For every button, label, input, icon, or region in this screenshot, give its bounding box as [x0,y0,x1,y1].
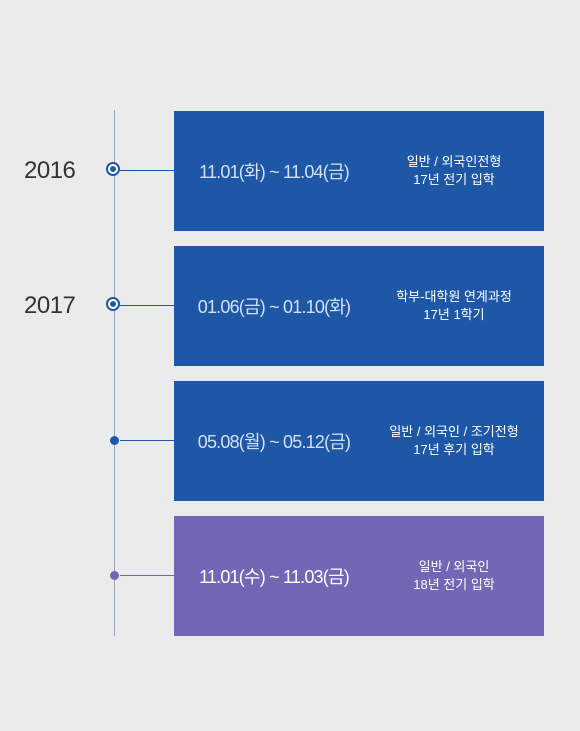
description-line-1: 일반 / 외국인 / 조기전형 [389,424,519,439]
description-line-2: 17년 후기 입학 [413,442,495,457]
timeline-entry: 01.06(금) ~ 01.10(화) 학부-대학원 연계과정 17년 1학기 [0,246,580,366]
connector-line [120,170,174,171]
period-description: 일반 / 외국인 18년 전기 입학 [374,558,544,594]
timeline-axis [114,110,115,636]
timeline-entry: 11.01(화) ~ 11.04(금) 일반 / 외국인전형 17년 전기 입학 [0,111,580,231]
timeline-node-dot-icon [110,571,119,580]
schedule-card: 11.01(수) ~ 11.03(금) 일반 / 외국인 18년 전기 입학 [174,516,544,636]
schedule-card: 11.01(화) ~ 11.04(금) 일반 / 외국인전형 17년 전기 입학 [174,111,544,231]
period-description: 일반 / 외국인 / 조기전형 17년 후기 입학 [374,423,544,459]
period-description: 학부-대학원 연계과정 17년 1학기 [374,288,544,324]
timeline-entry: 05.08(월) ~ 05.12(금) 일반 / 외국인 / 조기전형 17년 … [0,381,580,501]
description-line-1: 학부-대학원 연계과정 [396,289,512,304]
period-date: 01.06(금) ~ 01.10(화) [197,297,351,317]
connector-line [120,440,174,441]
connector-line [120,305,174,306]
description-line-1: 일반 / 외국인전형 [406,154,502,169]
timeline-node-ring-icon [106,162,120,176]
connector-line [120,575,174,576]
timeline-node-dot-icon [110,436,119,445]
schedule-card: 01.06(금) ~ 01.10(화) 학부-대학원 연계과정 17년 1학기 [174,246,544,366]
schedule-card: 05.08(월) ~ 05.12(금) 일반 / 외국인 / 조기전형 17년 … [174,381,544,501]
timeline-node-ring-icon [106,297,120,311]
description-line-1: 일반 / 외국인 [418,559,490,574]
year-label-2017: 2017 [24,292,76,319]
period-date: 05.08(월) ~ 05.12(금) [197,432,351,452]
year-label-2016: 2016 [24,157,76,184]
period-description: 일반 / 외국인전형 17년 전기 입학 [374,153,544,189]
timeline-entry: 11.01(수) ~ 11.03(금) 일반 / 외국인 18년 전기 입학 [0,516,580,636]
period-date: 11.01(수) ~ 11.03(금) [199,567,350,587]
description-line-2: 17년 1학기 [423,307,485,322]
description-line-2: 18년 전기 입학 [413,577,495,592]
period-date: 11.01(화) ~ 11.04(금) [199,162,350,182]
description-line-2: 17년 전기 입학 [413,172,495,187]
